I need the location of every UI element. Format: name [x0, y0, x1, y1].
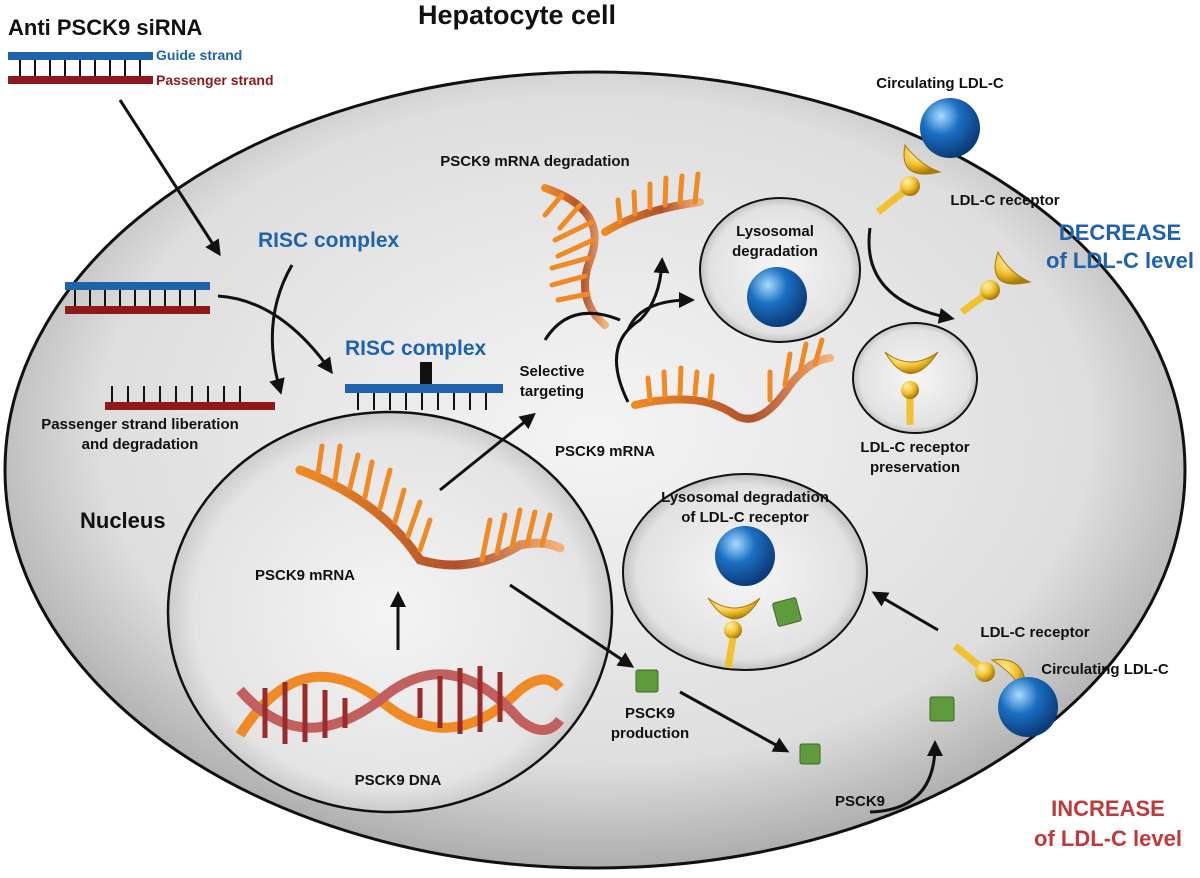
nuclear-mrna-label: PSCK9 mRNA [255, 567, 355, 584]
arrow-psck9-binding [869, 740, 943, 814]
mrna-fragment-left [541, 184, 609, 329]
passenger-strand-label: Passenger strand [156, 72, 274, 88]
psck9-protein-bound [929, 696, 955, 722]
arrow-translation [509, 583, 635, 668]
receptor-preservation-label-1: LDL-C receptor [860, 439, 969, 456]
psck9-production-label-2: production [611, 725, 689, 742]
risc-complex-label-top: RISC complex [258, 229, 400, 252]
arrow-to-lysosome [626, 292, 695, 331]
guide-strand-label: Guide strand [156, 47, 242, 63]
arrow-receptor-internalization [871, 591, 939, 632]
lysosomal-receptor-label-2: of LDL-C receptor [681, 509, 809, 526]
lysosomal-degradation-label-2: degradation [732, 243, 818, 260]
selective-targeting-label-2: targeting [520, 383, 584, 400]
passenger-liberation-label-1: Passenger strand liberation [41, 416, 239, 433]
psck9-dna [235, 666, 564, 744]
preserved-receptor [884, 351, 939, 425]
nucleus-label: Nucleus [80, 508, 166, 533]
ldl-particle-lysosome-2 [715, 526, 775, 586]
risc-complex-label-loaded: RISC complex [345, 337, 487, 360]
arrow-risc-to-mrna-deg [543, 311, 621, 341]
arrow-mrna-export [439, 412, 536, 492]
circulating-ldl-label-top: Circulating LDL-C [876, 75, 1004, 92]
ldl-receptor-label-bottom: LDL-C receptor [980, 624, 1089, 641]
arrow-receptor-recycling [867, 227, 955, 324]
dna-label: PSCK9 DNA [355, 772, 442, 789]
increase-label-1: INCREASE [1051, 796, 1165, 821]
ldl-particle-top [920, 98, 980, 158]
cytoplasmic-mrna [631, 337, 834, 423]
sirna-label: Anti PSCK9 siRNA [8, 15, 202, 40]
decrease-label-2: of LDL-C level [1046, 248, 1194, 273]
mrna-degradation-label: PSCK9 mRNA degradation [440, 153, 629, 170]
lysosomal-receptor-label-1: Lysosomal degradation [661, 489, 829, 506]
ldl-particle-lysosome [747, 267, 807, 327]
arrow-passenger-release [269, 264, 294, 395]
psck9-production-label-1: PSCK9 [625, 705, 675, 722]
arrow-sirna-entry [118, 99, 221, 257]
arrow-to-degradation [615, 257, 670, 403]
psck9-protein-2 [799, 743, 821, 765]
passenger-liberation-label-2: and degradation [82, 436, 199, 453]
mrna-fragment-right [601, 171, 704, 236]
psck9-label: PSCK9 [835, 793, 885, 810]
passenger-strand-free [105, 386, 275, 410]
degraded-receptor [707, 597, 761, 669]
arrow-risc-loading [217, 294, 333, 375]
circulating-ldl-label-bottom: Circulating LDL-C [1041, 661, 1169, 678]
surface-receptor-empty [959, 250, 1032, 315]
ldl-particle-bottom [998, 677, 1058, 737]
surface-receptor-top [875, 143, 942, 215]
mrna-cytoplasm-label: PSCK9 mRNA [555, 443, 655, 460]
receptor-preservation-label-2: preservation [870, 459, 960, 476]
increase-label-2: of LDL-C level [1034, 826, 1182, 851]
psck9-protein-lysosome [772, 597, 802, 627]
risc-guide-strand [345, 362, 503, 410]
sirna-duplex-top [8, 52, 153, 84]
sirna-duplex-cell [65, 282, 210, 314]
decrease-label-1: DECREASE [1059, 220, 1181, 245]
lysosomal-degradation-label-1: Lysosomal [736, 223, 814, 240]
ldl-receptor-label-top: LDL-C receptor [950, 192, 1059, 209]
surface-receptor-bottom [952, 643, 1027, 699]
receptor-preservation-vesicle [852, 322, 978, 434]
arrow-psck9-secretion [679, 690, 790, 753]
psck9-protein-1 [635, 669, 659, 693]
diagram-title: Hepatocyte cell [418, 0, 616, 30]
nuclear-mrna [295, 443, 565, 570]
selective-targeting-label-1: Selective [519, 363, 584, 380]
